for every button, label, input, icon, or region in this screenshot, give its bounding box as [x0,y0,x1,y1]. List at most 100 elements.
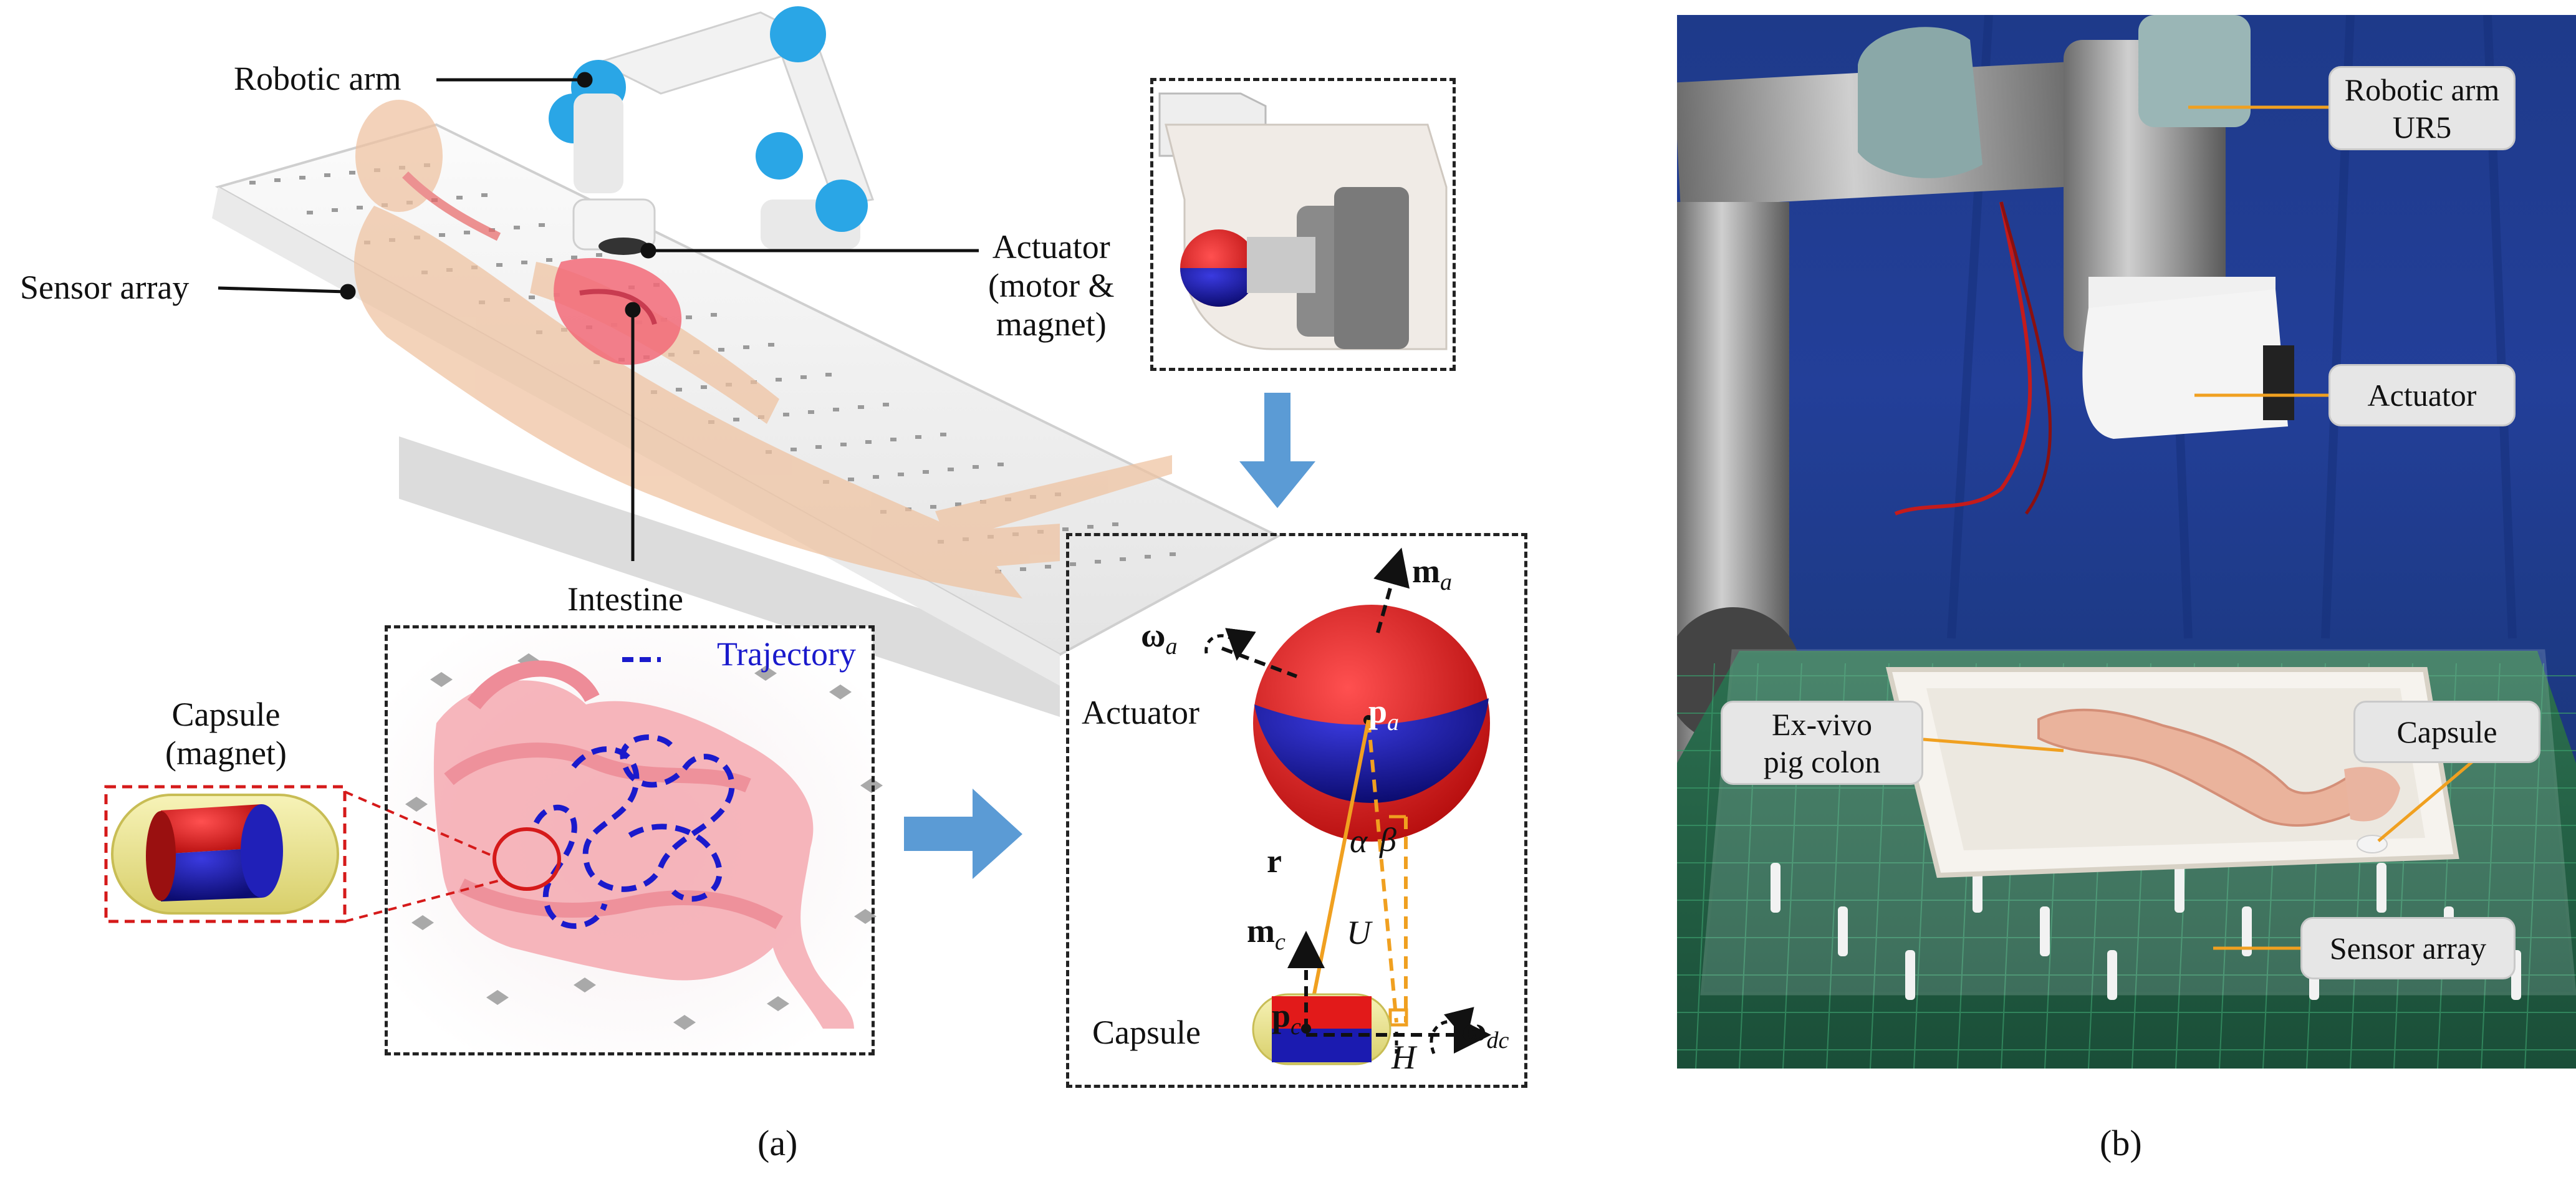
sensor-dot [307,211,313,214]
acrylic-peg [1905,950,1915,1000]
symbol-p-c-base: p [1272,997,1291,1034]
robotic-arm-render [549,6,875,255]
sensor-dot [676,388,682,392]
sensor-dot [1087,525,1093,529]
sensor-dot [733,418,739,421]
symbol-r: r [1267,842,1282,880]
sensor-dot [883,403,889,406]
sensor-dot [496,263,502,267]
symbol-alpha: α [1350,822,1368,860]
acrylic-peg [1838,906,1848,956]
magnetic-model [1204,547,1491,1065]
symbol-m-a-base: m [1412,552,1440,590]
label-capsule-line1: Capsule [171,696,281,733]
symbol-p-c-sub: c [1290,1013,1301,1040]
sensor-dot [1120,557,1126,561]
sensor-dot [529,295,535,299]
arrow-down [1239,393,1315,508]
sensor-dot [571,256,577,259]
floor-sensor-tile [829,685,852,699]
sensor-dot [1062,527,1069,531]
arrow-right [904,789,1022,879]
sensor-dot [840,443,847,446]
sensor-dot [514,226,520,229]
callout-robotic-arm-ur5: Robotic arm UR5 [2328,66,2516,150]
sensor-dot [808,410,814,414]
sensor-dot [955,502,961,506]
callout-ex-vivo-line1: Ex-vivo [1771,706,1873,742]
symbol-m-a-sub: a [1439,569,1452,595]
sensor-dot [1070,562,1076,566]
capsule-zoom-lines [344,790,506,923]
symbol-p-a: pa [1368,692,1399,736]
acrylic-peg [2107,950,2117,1000]
photo-illustration [1677,15,2576,1069]
sensor-dot [815,445,822,449]
floor-sensor-tile [574,978,596,992]
sensor-dot [865,440,872,444]
sensor-dot [776,378,782,382]
callout-ex-vivo-pig-colon: Ex-vivo pig colon [1721,701,1923,785]
acrylic-peg [1771,863,1781,913]
symbol-U: U [1347,914,1371,951]
sensor-dot [274,178,281,182]
sensor-dot [858,405,864,409]
symbol-m-c-sub: c [1274,928,1286,955]
label-actuator-line1: Actuator [992,228,1110,266]
label-actuator-model: Actuator [1082,694,1199,731]
caption-b: (b) [2100,1123,2142,1163]
acrylic-peg [2040,906,2050,956]
sensor-dot [783,413,789,416]
body-intestine [554,257,682,365]
sensor-dot [768,343,774,347]
label-actuator-line2: (motor & [988,267,1115,305]
sensor-dot [1145,555,1151,559]
sensor-dot [825,373,832,377]
label-capsule-magnet: Capsule (magnet) [165,695,287,772]
symbol-beta: β [1380,821,1396,858]
sensor-dot [349,171,355,175]
sensor-dot [464,231,470,234]
symbol-omega-dc: ωdc [1462,1010,1509,1054]
sensor-dot [923,470,929,474]
model-inset-box [1066,533,1527,1088]
capsule-zoom [104,785,347,923]
sensor-dot [521,261,527,264]
sensor-dot [546,258,552,262]
label-capsule-model: Capsule [1092,1014,1201,1051]
sensor-dot [332,208,338,212]
label-robotic-arm: Robotic arm [234,60,401,97]
floor-sensor-tile [754,666,777,681]
sensor-dot [800,375,807,379]
callout-robotic-arm-line2: UR5 [2392,109,2452,145]
symbol-omega-dc-sub: dc [1486,1027,1509,1054]
sensor-dot [915,435,921,439]
panel-b-photo: Robotic arm UR5 Actuator Ex-vivo pig col… [1677,15,2576,1069]
floor-sensor-tile [767,996,789,1011]
floor-sensor-tile [411,915,434,930]
acrylic-peg [2377,863,2386,913]
symbol-omega-a-sub: a [1165,633,1178,660]
acrylic-peg [2175,863,2184,913]
sensor-dot [357,206,363,209]
callout-capsule: Capsule [2353,701,2540,763]
symbol-m-a: ma [1412,552,1452,596]
sensor-dot [249,181,256,185]
actuator-inset-render [1158,92,1448,350]
label-actuator-line3: magnet) [996,305,1107,343]
callout-actuator: Actuator [2328,364,2516,426]
sensor-dot [299,176,305,180]
symbol-p-a-sub: a [1387,709,1400,736]
symbol-p-c: pc [1272,996,1301,1040]
actuator-inset-box [1150,78,1456,371]
sensor-dot [873,475,879,479]
sensor-dot [930,505,936,509]
sensor-dot [848,478,854,481]
sensor-dot [791,448,797,451]
symbol-m-c-base: m [1247,912,1275,949]
symbol-omega-a: ωa [1141,616,1177,660]
floor-sensor-tile [486,990,509,1005]
sensor-dot [324,173,330,177]
sensor-dot [973,465,979,469]
sensor-dot [1045,565,1051,569]
